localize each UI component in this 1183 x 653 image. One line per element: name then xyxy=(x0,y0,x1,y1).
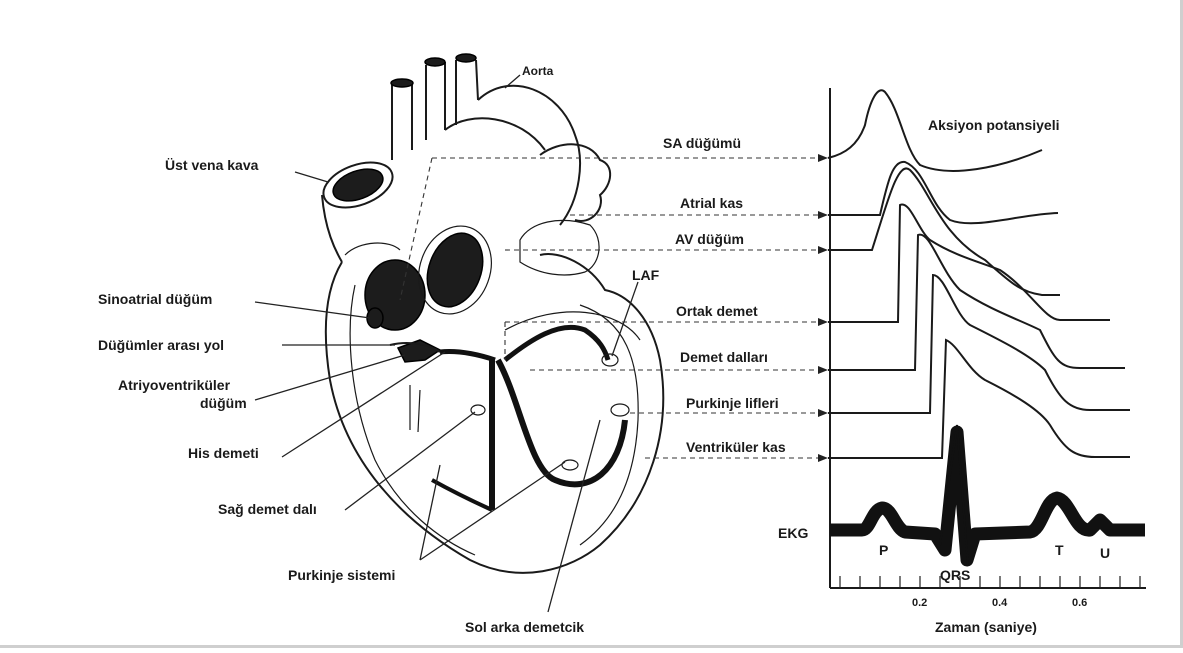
vessel-1-opening xyxy=(391,79,413,87)
label-left-post: Sol arka demetcik xyxy=(465,619,584,635)
label-ekg-qrs: QRS xyxy=(940,567,970,583)
vessel-3-opening xyxy=(456,54,476,62)
left-atrium-opening xyxy=(418,225,493,314)
trace-purkinje xyxy=(828,275,1130,413)
label-row-purkinje: Purkinje lifleri xyxy=(686,395,779,411)
pulmonary-artery xyxy=(540,144,610,221)
left-atrial-appendage xyxy=(520,220,599,275)
arrow-common xyxy=(818,318,828,326)
leader-left-post xyxy=(548,420,600,612)
time-axis-label: Zaman (saniye) xyxy=(935,619,1037,635)
trace-av xyxy=(828,168,1060,295)
arrow-ventricular xyxy=(818,454,828,462)
tick-label-0-4: 0.4 xyxy=(992,597,1008,609)
label-av-node-2: düğüm xyxy=(200,395,247,411)
left-anterior-fascicle xyxy=(505,327,608,360)
label-row-atrial: Atrial kas xyxy=(680,195,743,211)
vessel-2 xyxy=(426,62,445,140)
papillary-1 xyxy=(611,404,629,416)
label-row-branches: Demet dalları xyxy=(680,349,768,365)
aortic-arch xyxy=(478,86,580,225)
label-ekg-t: T xyxy=(1055,542,1064,558)
label-laf: LAF xyxy=(632,267,660,283)
label-internodal: Düğümler arası yol xyxy=(98,337,224,353)
action-potential-panel: Aksiyon potansiyeli EKG P QRS T U 0.2 0.… xyxy=(778,88,1146,635)
label-ekg: EKG xyxy=(778,525,808,541)
vessel-2-opening xyxy=(425,58,445,66)
right-atrium-rim xyxy=(345,243,400,255)
label-row-av: AV düğüm xyxy=(675,231,744,247)
trace-ventricular xyxy=(828,340,1130,458)
time-axis-ticks xyxy=(840,576,1140,588)
dashed-connectors xyxy=(400,154,828,462)
aortic-arch-inner xyxy=(445,118,545,150)
label-row-sa: SA düğümü xyxy=(663,135,741,151)
label-svc: Üst vena kava xyxy=(165,157,259,173)
arrow-branches xyxy=(818,366,828,374)
label-purkinje-system: Purkinje sistemi xyxy=(288,567,395,583)
arrow-purkinje xyxy=(818,409,828,417)
inner-wall-left xyxy=(580,305,638,545)
label-row-ventricular: Ventriküler kas xyxy=(686,439,786,455)
arrow-sa xyxy=(818,154,828,162)
tick-label-0-6: 0.6 xyxy=(1072,597,1087,609)
label-ekg-u: U xyxy=(1100,545,1110,561)
ekg-band xyxy=(830,432,1145,560)
label-row-common: Ortak demet xyxy=(676,303,758,319)
arrow-atrial xyxy=(818,211,828,219)
svc-opening xyxy=(329,163,387,207)
label-right-branch: Sağ demet dalı xyxy=(218,501,317,517)
purkinje-branch xyxy=(432,480,492,510)
tick-label-0-2: 0.2 xyxy=(912,597,927,609)
heart-illustration xyxy=(317,54,663,573)
leader-svc xyxy=(295,172,328,182)
label-ekg-p: P xyxy=(879,542,888,558)
label-aorta: Aorta xyxy=(522,64,554,78)
label-ap-title: Aksiyon potansiyeli xyxy=(928,117,1059,133)
leader-av xyxy=(255,355,405,400)
trace-common xyxy=(828,204,1110,322)
label-sa-node: Sinoatrial düğüm xyxy=(98,291,212,307)
arrow-av xyxy=(818,246,828,254)
tendon-lines xyxy=(410,385,420,432)
vessel-3 xyxy=(456,60,478,125)
label-his: His demeti xyxy=(188,445,259,461)
laf-muscle xyxy=(602,354,618,366)
label-av-node-1: Atriyoventriküler xyxy=(118,377,231,393)
papillary-2 xyxy=(562,460,578,470)
vessel-1 xyxy=(392,82,412,160)
leader-sa xyxy=(255,302,370,318)
his-bundle xyxy=(440,352,495,360)
